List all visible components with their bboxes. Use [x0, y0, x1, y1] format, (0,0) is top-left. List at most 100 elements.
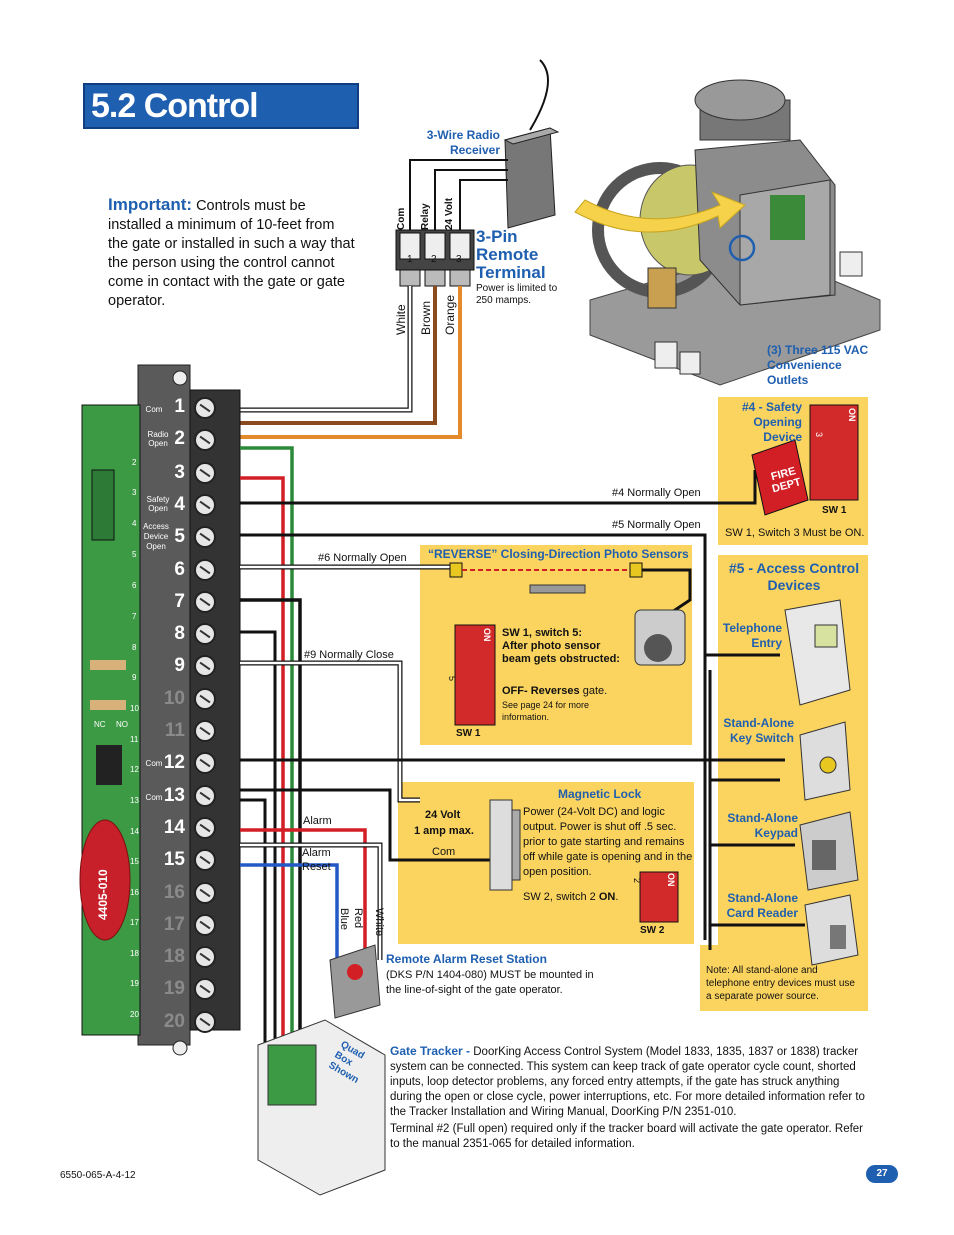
terminal-1: 1	[174, 396, 185, 417]
terminal-strip	[137, 364, 241, 1056]
board-num-20: 20	[130, 1010, 139, 1019]
radio-terminal-relay: Relay	[420, 203, 431, 230]
terminal-12: 12	[163, 752, 185, 773]
terminal-11: 11	[164, 720, 185, 741]
board-num-3: 3	[132, 488, 137, 497]
sw2-maglock-dip	[639, 871, 679, 923]
terminal-5: 5	[174, 526, 185, 547]
board-num-18: 18	[130, 949, 139, 958]
keypad-device	[799, 811, 859, 891]
maglock-amp: 1 amp max.	[414, 825, 474, 837]
pin-number-2: 2	[431, 254, 437, 265]
photo-sw-title: SW 1, switch 5:	[502, 627, 583, 639]
photo-off-suffix: gate.	[582, 685, 608, 697]
three-pin-terminal	[395, 229, 475, 287]
access-title: #5 - Access Control Devices	[728, 560, 860, 593]
photo-label: “REVERSE” Closing-Direction Photo Sensor…	[428, 547, 689, 561]
maglock-label: Magnetic Lock	[558, 787, 642, 801]
sw1-safety-dip	[809, 404, 859, 501]
board-num-17: 17	[130, 918, 139, 927]
board-num-13: 13	[130, 796, 139, 805]
wire-label-blue: Blue	[338, 908, 350, 931]
access-keypad: Stand-Alone Keypad	[727, 811, 798, 840]
radio-terminal-com: Com	[396, 207, 407, 230]
screw-15	[194, 849, 216, 871]
board-num-7: 7	[132, 612, 137, 621]
board-num-8: 8	[132, 643, 137, 652]
wire-label-red: Red	[352, 908, 364, 929]
access-card: Stand-Alone Card Reader	[726, 891, 798, 920]
photo-see-page: See page 24 for more information.	[502, 700, 590, 722]
relay-label: 4405-010	[96, 869, 110, 920]
device-wires	[240, 446, 805, 1045]
gate-operator	[589, 79, 881, 386]
terminal-20: 20	[163, 1011, 185, 1032]
screw-1	[194, 397, 216, 419]
screw-5	[194, 526, 216, 548]
card-reader-device	[804, 894, 859, 966]
terminal-10: 10	[163, 688, 185, 709]
wire-label-alarm-reset: Alarm Reset	[302, 847, 331, 873]
board-num-14: 14	[130, 827, 139, 836]
maglock-sw-note-prefix: SW 2, switch 2	[523, 891, 596, 903]
screw-6	[194, 559, 216, 581]
maglock-desc: Power (24-Volt DC) and logic output. Pow…	[523, 806, 693, 878]
wire-label-n5: #5 Normally Open	[612, 519, 701, 531]
power-note: Power is limited to 250 mamps.	[476, 283, 558, 306]
page-number: 27	[866, 1165, 898, 1183]
tracker-label: Gate Tracker -	[390, 1044, 471, 1058]
key-switch-device	[799, 721, 851, 801]
maglock-volt: 24 Volt	[425, 809, 461, 821]
access-keyswitch: Stand-Alone Key Switch	[723, 716, 794, 745]
board-num-9: 9	[132, 673, 137, 682]
wire-orange-label: Orange	[443, 294, 457, 335]
wire-label-alarm: Alarm	[303, 815, 332, 827]
screw-20	[194, 1011, 216, 1033]
term-label-com: Com	[145, 405, 163, 414]
screw-10	[194, 688, 216, 710]
screw-4	[194, 494, 216, 516]
board-num-15: 15	[130, 857, 139, 866]
terminal-19: 19	[163, 978, 185, 999]
photo-dip-on: ON	[482, 628, 492, 642]
terminal-9: 9	[174, 655, 185, 676]
wire-label-n4: #4 Normally Open	[612, 487, 701, 499]
terminal-15: 15	[163, 849, 185, 870]
safety-label: #4 - Safety Opening Device	[741, 400, 802, 444]
photo-dip-switch-num: 5	[447, 676, 457, 682]
alarm-station-label: Remote Alarm Reset Station	[386, 952, 547, 966]
safety-sw-label: SW 1	[822, 505, 847, 516]
screw-8	[194, 623, 216, 645]
terminal-16: 16	[163, 882, 185, 903]
term-label-safety-open: Safety Open	[146, 495, 170, 513]
tracker-text-block: Gate Tracker - DoorKing Access Control S…	[390, 1044, 865, 1120]
photo-sw-desc: After photo sensor beam gets obstructed:	[502, 640, 620, 665]
board-num-10: 10	[130, 704, 139, 713]
screw-11	[194, 720, 216, 742]
term-label-access-open: Access Device Open	[143, 522, 169, 551]
wire-label-n6: #6 Normally Open	[318, 552, 407, 564]
radio-label: 3-Wire Radio Receiver	[426, 128, 500, 157]
wire-label-n9: #9 Normally Close	[304, 649, 394, 661]
telephone-entry-device	[784, 599, 851, 706]
board-num-2: 2	[132, 458, 137, 467]
maglock-sw-note-on: ON	[598, 891, 616, 903]
arrow-to-terminal	[574, 190, 746, 233]
sw1-photo-dip	[454, 624, 496, 726]
important-label: Important:	[108, 195, 193, 214]
screw-14	[194, 817, 216, 839]
terminal-6: 6	[174, 559, 185, 580]
important-text: Controls must be installed a minimum of …	[108, 198, 355, 309]
radio-receiver	[503, 59, 560, 229]
wire-brown-label: Brown	[419, 300, 433, 335]
term-label-radio-open: Radio Open	[147, 430, 169, 448]
board-num-4: 4	[132, 519, 137, 528]
screw-13	[194, 785, 216, 807]
photo-sw-label: SW 1	[456, 728, 481, 739]
board-num-12: 12	[130, 765, 139, 774]
safety-dip-switch-num: 3	[814, 432, 824, 438]
page-title-box: 5.2 Control Wiring	[83, 83, 359, 164]
outlets-label: (3) Three 115 VAC Convenience Outlets	[767, 343, 869, 387]
access-note: Note: All stand-alone and telephone entr…	[706, 965, 855, 1002]
screw-9	[194, 655, 216, 677]
